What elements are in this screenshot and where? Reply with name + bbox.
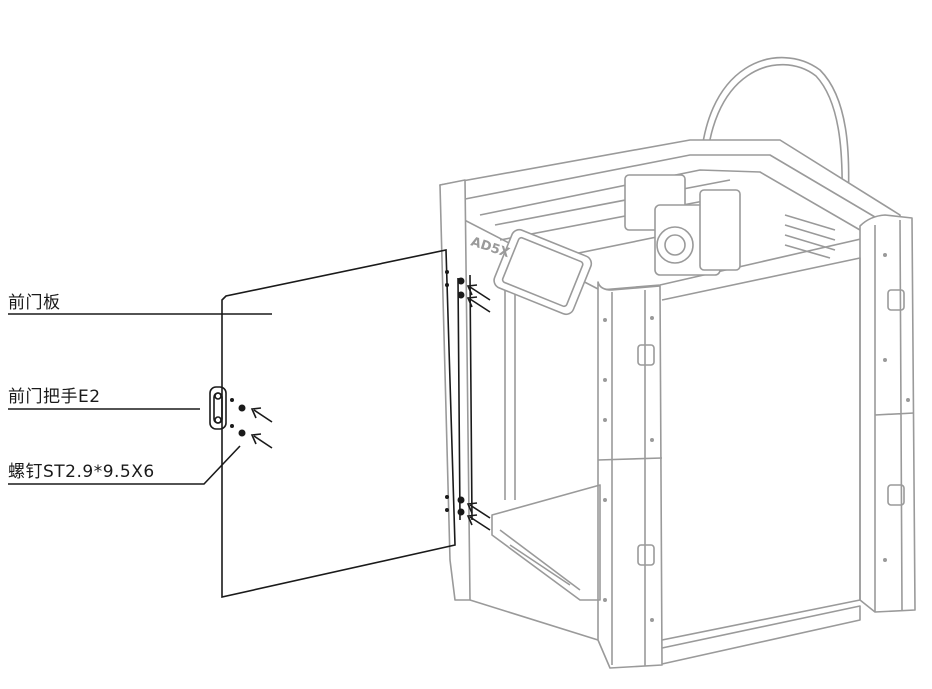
front-door-panel [221,249,456,598]
filament-tube [699,56,850,206]
insertion-arrows [250,284,491,531]
touchscreen [493,228,593,316]
callout-front-handle: 前门把手E2 [8,387,101,407]
callout-screw: 螺钉ST2.9*9.5X6 [8,462,155,482]
front-handle [209,386,227,430]
callout-front-panel: 前门板 [8,293,61,313]
printer-illustration: AD5X [439,56,916,669]
callout-line-screw [8,445,241,485]
front-left-post [597,281,663,669]
